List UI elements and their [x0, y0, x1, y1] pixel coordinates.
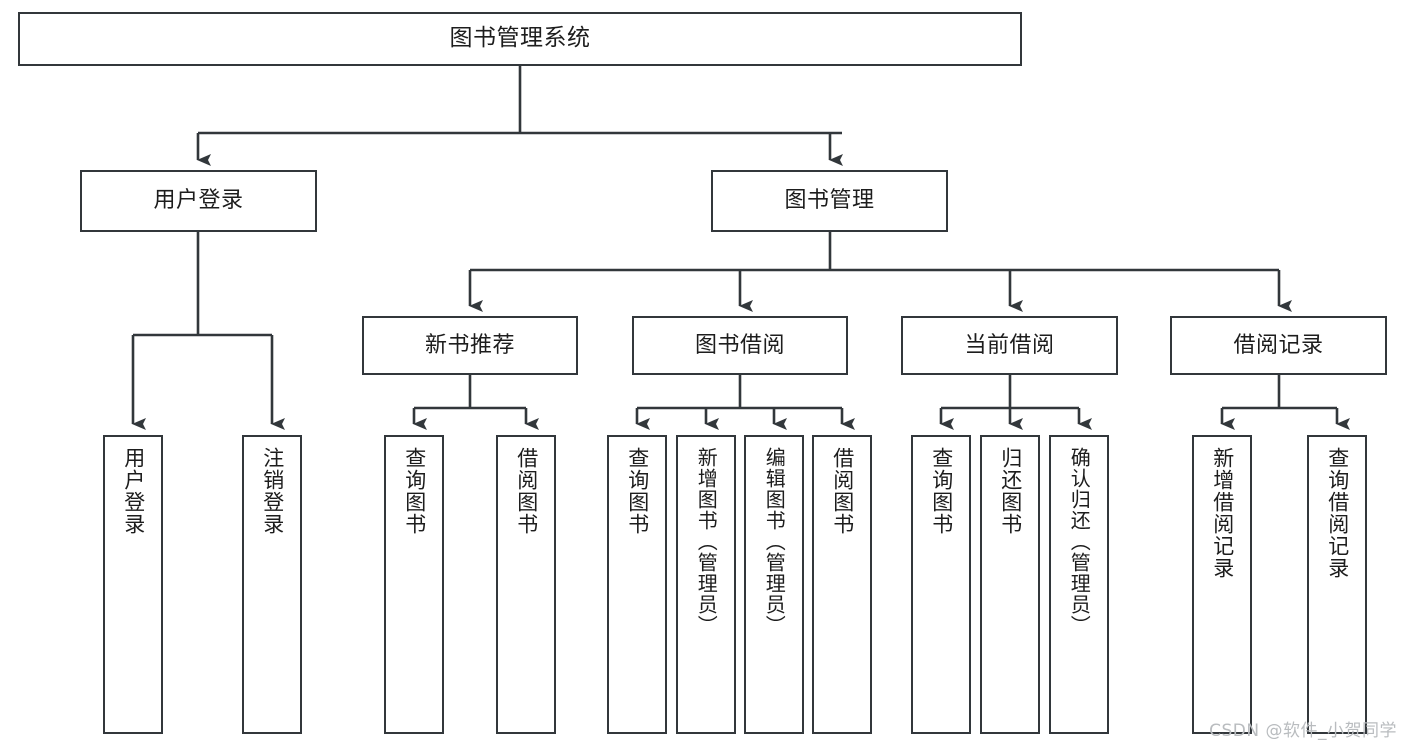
node-label: 编辑图书（管理员）	[762, 447, 787, 636]
node-label: 注销登录	[260, 447, 285, 535]
leaf-current-borrow-confirm-return-admin[interactable]: 确认归还（管理员）	[1049, 435, 1109, 734]
leaf-borrow-record-add-record[interactable]: 新增借阅记录	[1192, 435, 1252, 734]
node-user-login[interactable]: 用户登录	[80, 170, 317, 232]
leaf-new-book-query-book[interactable]: 查询图书	[384, 435, 444, 734]
node-root-book-management-system[interactable]: 图书管理系统	[18, 12, 1022, 66]
node-current-borrow[interactable]: 当前借阅	[901, 316, 1118, 375]
node-label: 查询图书	[402, 447, 427, 535]
node-label: 新书推荐	[424, 332, 515, 358]
node-label: 查询借阅记录	[1325, 447, 1350, 579]
node-book-borrow[interactable]: 图书借阅	[632, 316, 848, 375]
leaf-user-login-logout[interactable]: 注销登录	[242, 435, 302, 734]
node-label: 新增图书（管理员）	[694, 447, 719, 636]
node-label: 图书管理	[784, 188, 875, 214]
leaf-borrow-record-query-record[interactable]: 查询借阅记录	[1307, 435, 1367, 734]
node-label: 借阅记录	[1233, 332, 1324, 358]
node-label: 图书借阅	[694, 332, 785, 358]
leaf-current-borrow-return-book[interactable]: 归还图书	[980, 435, 1040, 734]
leaf-new-book-borrow-book[interactable]: 借阅图书	[496, 435, 556, 734]
node-book-management[interactable]: 图书管理	[711, 170, 948, 232]
leaf-book-borrow-add-book-admin[interactable]: 新增图书（管理员）	[676, 435, 736, 734]
node-new-book-recommend[interactable]: 新书推荐	[362, 316, 578, 375]
leaf-book-borrow-edit-book-admin[interactable]: 编辑图书（管理员）	[744, 435, 804, 734]
csdn-watermark: CSDN @软件_小贺同学	[1209, 721, 1397, 741]
node-label: 新增借阅记录	[1210, 447, 1235, 579]
leaf-user-login-login[interactable]: 用户登录	[103, 435, 163, 734]
node-borrow-record[interactable]: 借阅记录	[1170, 316, 1387, 375]
leaf-current-borrow-query-book[interactable]: 查询图书	[911, 435, 971, 734]
node-label: 借阅图书	[830, 447, 855, 535]
node-label: 查询图书	[625, 447, 650, 535]
node-label: 确认归还（管理员）	[1067, 447, 1092, 636]
node-label: 用户登录	[153, 188, 244, 214]
node-label: 归还图书	[998, 447, 1023, 535]
node-label: 查询图书	[929, 447, 954, 535]
leaf-book-borrow-borrow-book[interactable]: 借阅图书	[812, 435, 872, 734]
node-label: 借阅图书	[514, 447, 539, 535]
node-label: 用户登录	[121, 447, 146, 535]
leaf-book-borrow-query-book[interactable]: 查询图书	[607, 435, 667, 734]
node-label: 图书管理系统	[449, 25, 591, 52]
node-label: 当前借阅	[964, 332, 1055, 358]
